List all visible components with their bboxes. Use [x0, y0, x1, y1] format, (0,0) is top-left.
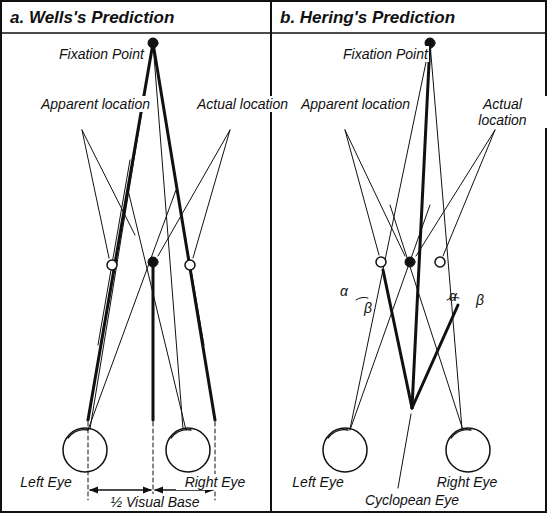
panel-heading: b. Hering's Prediction — [272, 2, 545, 28]
angle-label: β — [472, 292, 488, 308]
figure-label: Left Eye — [12, 474, 80, 490]
panel-heading: a. Wells's Prediction — [2, 2, 270, 28]
angle-label: α — [336, 283, 352, 299]
angle-label: α — [445, 288, 461, 304]
figure-panel: b. Hering's Prediction — [270, 0, 547, 513]
figure-label: Right Eye — [428, 474, 506, 490]
figure-label: Fixation Point — [58, 46, 145, 62]
figure-label: Left Eye — [284, 474, 352, 490]
figure-label: Fixation Point — [342, 46, 429, 62]
figure-label: ½ Visual Base — [106, 494, 204, 510]
figure-label: Right Eye — [176, 474, 254, 490]
figure-label: Actual location — [458, 96, 547, 128]
angle-label: β — [360, 300, 376, 316]
figure-label: Actual location — [196, 96, 289, 112]
figure-label: Apparent location — [300, 96, 411, 112]
figure-label: Apparent location — [40, 96, 151, 112]
figure-label: Cyclopean Eye — [356, 492, 468, 508]
figure-panel: a. Wells's Prediction — [0, 0, 272, 513]
